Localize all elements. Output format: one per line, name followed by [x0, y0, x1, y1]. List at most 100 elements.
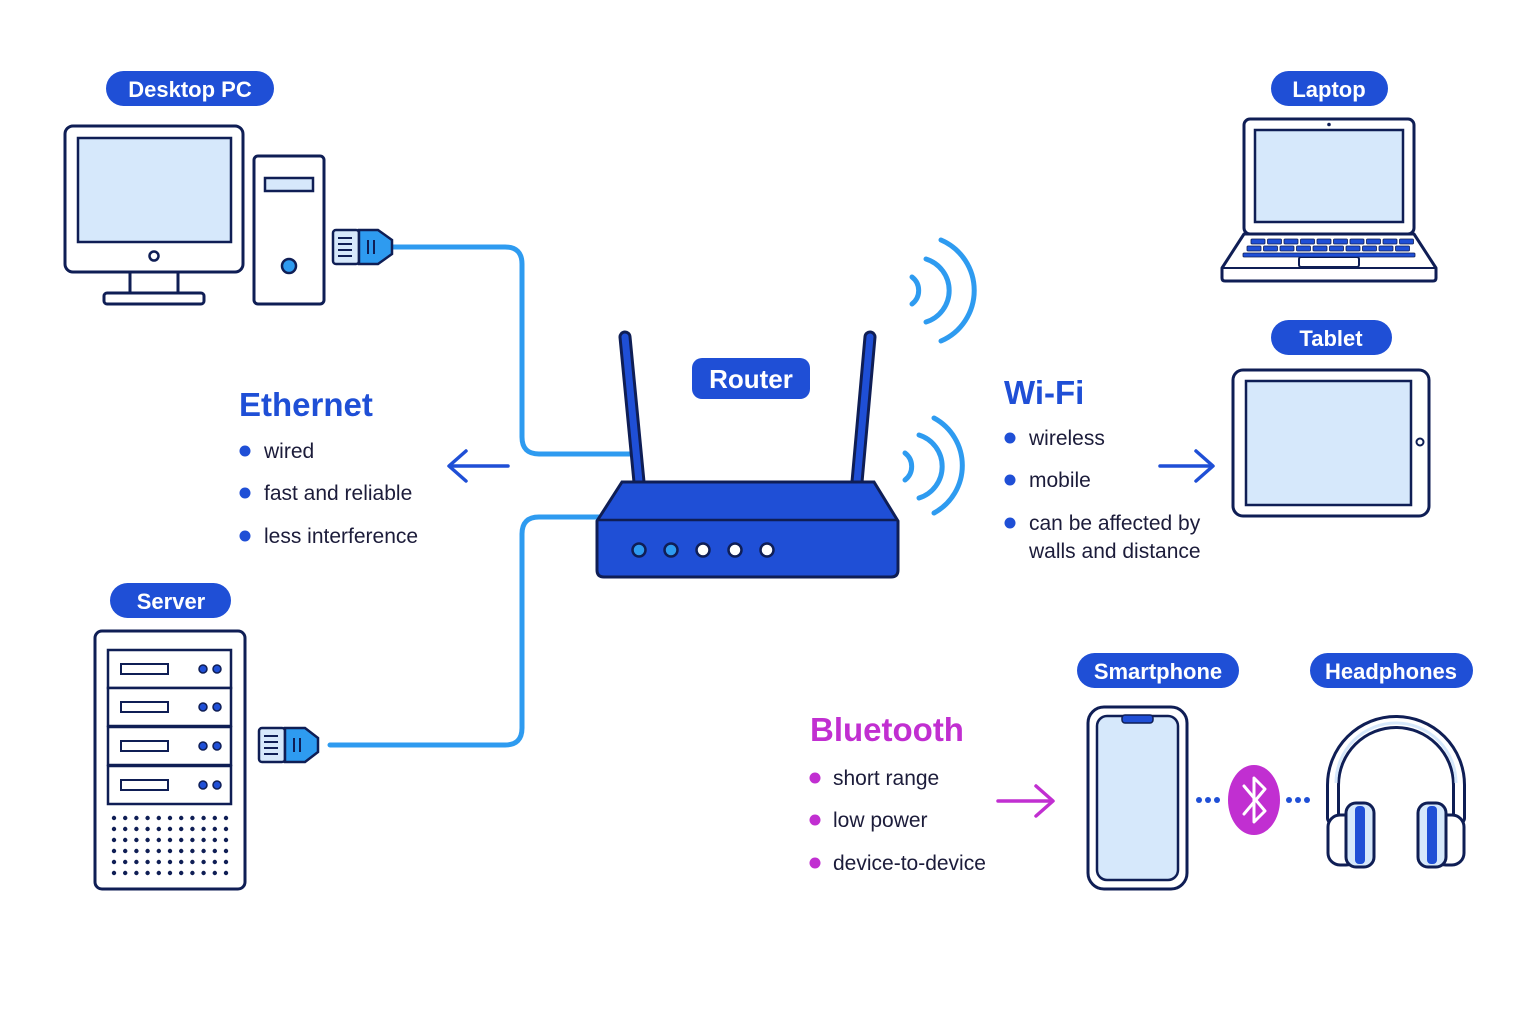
vent-hole	[223, 859, 229, 865]
headphones-label: Headphones	[1310, 653, 1473, 688]
bullet-dot	[239, 530, 251, 542]
wifi-bullet: mobile	[1029, 469, 1091, 492]
vent-hole	[223, 815, 229, 821]
wifi-signal-upper-icon	[909, 237, 977, 344]
link-dot	[1205, 797, 1211, 803]
bluetooth-heading: Bluetooth	[810, 711, 964, 748]
router-led	[663, 542, 679, 558]
vent-hole	[190, 826, 195, 832]
vent-hole	[167, 837, 173, 843]
link-dot	[1295, 797, 1301, 803]
vent-hole	[123, 870, 128, 876]
vent-hole	[167, 815, 173, 821]
vent-hole	[167, 870, 173, 876]
keyboard-key	[1267, 238, 1282, 245]
vent-hole	[190, 815, 195, 821]
vent-hole	[156, 837, 161, 843]
router-label: Router	[692, 358, 810, 399]
vent-hole	[145, 848, 150, 854]
vent-hole	[134, 848, 139, 854]
ethernet-heading: Ethernet	[239, 386, 373, 423]
vent-hole	[190, 870, 195, 876]
vent-hole	[223, 837, 229, 843]
ethernet-plug-desktop-icon	[331, 228, 394, 266]
vent-hole	[111, 870, 117, 876]
vent-hole	[201, 848, 206, 854]
vent-hole	[179, 837, 184, 843]
vent-hole	[123, 859, 128, 865]
tablet-icon	[1231, 368, 1431, 518]
keyboard-key	[1333, 238, 1348, 245]
vent-hole	[167, 859, 173, 865]
laptop-icon	[1220, 117, 1438, 283]
vent-hole	[201, 859, 206, 865]
keyboard-key	[1366, 238, 1381, 245]
keyboard-key	[1362, 245, 1377, 252]
server-bay	[106, 764, 233, 806]
router-led	[631, 542, 647, 558]
vent-hole	[145, 859, 150, 865]
vent-hole	[167, 848, 173, 854]
server-bay	[106, 725, 233, 767]
wifi-bullet: wireless	[1028, 427, 1105, 450]
bullet-dot	[809, 857, 821, 869]
vent-hole	[179, 859, 184, 865]
router-led	[759, 542, 775, 558]
headphones-icon	[1326, 715, 1466, 869]
vent-hole	[123, 837, 128, 843]
bullet-dot	[239, 487, 251, 499]
link-dot	[1286, 797, 1292, 803]
vent-hole	[201, 870, 206, 876]
vent-hole	[156, 870, 161, 876]
vent-hole	[179, 815, 184, 821]
keyboard-key	[1300, 238, 1315, 245]
router-led	[727, 542, 743, 558]
bullet-dot	[1004, 432, 1016, 444]
keyboard-key	[1345, 245, 1361, 252]
wifi-heading: Wi-Fi	[1004, 374, 1084, 411]
bluetooth-icon	[1228, 765, 1280, 835]
vent-hole	[201, 826, 206, 832]
vent-hole	[190, 837, 195, 843]
server-bay	[106, 648, 233, 690]
bullet-dot	[239, 445, 251, 457]
keyboard-key	[1250, 238, 1266, 245]
smartphone-label: Smartphone	[1077, 653, 1239, 688]
smartphone-icon	[1086, 705, 1189, 891]
vent-hole	[145, 870, 150, 876]
arrow-right-bluetooth-icon	[996, 784, 1055, 818]
ethernet-bullet: less interference	[264, 525, 418, 548]
vent-hole	[212, 848, 217, 854]
vent-hole	[145, 815, 150, 821]
router-status-leds	[631, 542, 775, 558]
vent-hole	[111, 848, 117, 854]
keyboard-key	[1242, 252, 1416, 258]
keyboard-key	[1378, 245, 1394, 252]
keyboard-key	[1312, 245, 1328, 252]
tablet-label: Tablet	[1271, 320, 1392, 355]
link-dot	[1304, 797, 1310, 803]
vent-hole	[111, 815, 117, 821]
server-bay	[106, 686, 233, 728]
vent-hole	[156, 848, 161, 854]
ethernet-plug-server-icon	[257, 726, 320, 764]
router-led	[695, 542, 711, 558]
vent-hole	[145, 837, 150, 843]
ethernet-bullet-list: wired fast and reliable less interferenc…	[239, 440, 418, 548]
keyboard-key	[1329, 245, 1344, 252]
vent-hole	[179, 870, 184, 876]
vent-hole	[134, 870, 139, 876]
arrow-left-icon	[447, 449, 510, 483]
vent-hole	[134, 826, 139, 832]
smartphone-label-text: Smartphone	[1094, 659, 1222, 684]
vent-hole	[134, 859, 139, 865]
keyboard-key	[1395, 245, 1410, 252]
ethernet-cable-desktop	[389, 244, 633, 457]
headphones-label-text: Headphones	[1325, 659, 1457, 684]
keyboard-key	[1349, 238, 1365, 245]
desktop-computer-icon	[63, 124, 326, 306]
vent-hole	[212, 826, 217, 832]
link-dot	[1214, 797, 1220, 803]
vent-hole	[123, 826, 128, 832]
